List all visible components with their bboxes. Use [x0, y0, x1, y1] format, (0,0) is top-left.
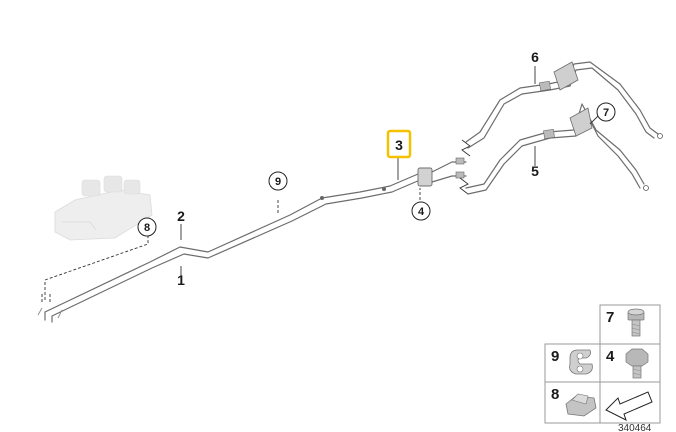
legend-label-7: 7 [606, 309, 614, 326]
callout-9-circle[interactable]: 9 [268, 171, 288, 191]
callout-1[interactable]: 1 [177, 272, 185, 288]
callout-4: 4 [418, 206, 425, 218]
callout-9: 9 [275, 176, 281, 188]
legend-label-4: 4 [606, 348, 615, 365]
holder-8-icon [565, 393, 597, 417]
brake-pipe-main [37, 173, 421, 323]
legend-label-9: 9 [551, 348, 559, 365]
dashed-leaders [41, 188, 421, 302]
callout-8-circle[interactable]: 8 [137, 217, 157, 237]
leader-lines [180, 66, 599, 282]
callout-7-circle[interactable]: 7 [596, 102, 616, 122]
break-marks [459, 139, 471, 195]
callout-5[interactable]: 5 [531, 163, 539, 179]
callout-8: 8 [144, 222, 150, 234]
parts-legend: 7 4 9 8 [544, 304, 661, 424]
brake-pipe-5 [465, 103, 649, 195]
callout-6[interactable]: 6 [531, 49, 539, 65]
callout-3-highlight [386, 129, 412, 159]
clip-9-icon [569, 349, 593, 375]
callout-7: 7 [603, 107, 609, 119]
legend-label-8: 8 [551, 386, 559, 403]
callout-2[interactable]: 2 [177, 208, 185, 224]
callout-4-circle[interactable]: 4 [411, 201, 431, 221]
bolt-4-icon [625, 348, 649, 379]
pipe-distributor [417, 157, 467, 187]
bolt-7-icon [627, 308, 645, 337]
callout-3[interactable]: 3 [395, 137, 403, 153]
brake-pipe-6 [465, 61, 663, 149]
hydraulic-unit-ghost [54, 175, 153, 241]
catalog-number: 340464 [618, 423, 652, 432]
arrow-icon [605, 391, 653, 421]
